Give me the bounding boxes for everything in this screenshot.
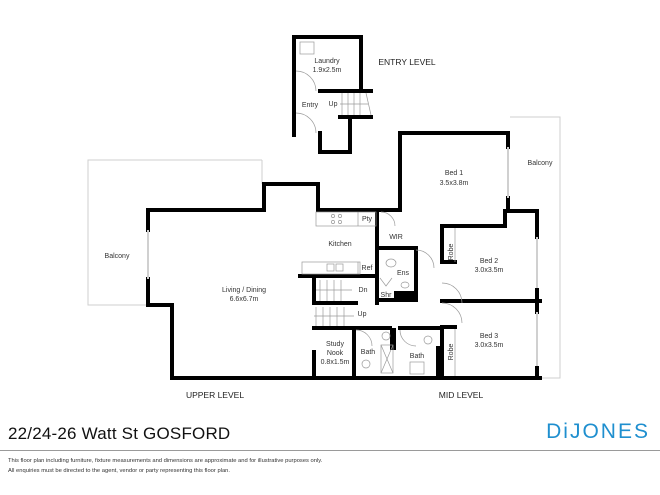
bath1-door-swing xyxy=(355,329,373,347)
bed3-size: 3.0x3.5m xyxy=(475,342,504,349)
upper-level-walls xyxy=(146,182,542,380)
kitchen-fixtures xyxy=(301,211,377,275)
fridge-label: Ref xyxy=(362,265,373,272)
upper-level-label: UPPER LEVEL xyxy=(186,390,244,400)
bath1-toilet-icon xyxy=(381,331,391,341)
robe3-label: Robe xyxy=(448,344,455,361)
ensuite-basin-icon xyxy=(400,281,410,289)
kitchen-label: Kitchen xyxy=(328,241,351,248)
bath2-label: Bath xyxy=(410,353,425,360)
bath2-basin-icon xyxy=(409,361,425,375)
bed1-size: 3.5x3.8m xyxy=(440,180,469,187)
ensuite-door-swing xyxy=(415,249,435,269)
bath1-tub-icon xyxy=(380,344,394,374)
shower-icon xyxy=(379,277,393,287)
laundry-size: 1.9x2.5m xyxy=(313,67,342,74)
stairs-up-label: Up xyxy=(358,311,367,318)
robe2-label: Robe xyxy=(448,244,455,261)
entry-door-swing xyxy=(295,112,317,134)
bedroom-door-swings xyxy=(441,228,463,376)
entry-level-label: ENTRY LEVEL xyxy=(378,57,436,67)
sink-icon xyxy=(326,263,335,272)
study-label-line1: Study xyxy=(326,341,344,348)
study-size: 0.8x1.5m xyxy=(321,359,350,366)
ensuite-toilet-icon xyxy=(385,258,397,268)
ensuite-fixtures xyxy=(379,211,435,289)
kitchen-island-bench xyxy=(301,261,361,275)
balcony-right-outline xyxy=(510,116,561,379)
stairs-up-icon xyxy=(314,307,354,326)
washer-icon xyxy=(299,41,315,55)
bath1-label: Bath xyxy=(361,349,376,356)
wir-door-swing xyxy=(380,211,396,227)
bath1-basin-icon xyxy=(361,359,371,369)
bath2-door-swing xyxy=(399,329,417,347)
floor-plan: Laundry 1.9x2.5m Entry Up ENTRY LEVEL Be… xyxy=(87,35,561,400)
kitchen-bench-top xyxy=(315,211,377,227)
pantry-label: Pty xyxy=(362,216,373,223)
entry-label: Entry xyxy=(302,102,319,109)
entry-stairs-icon xyxy=(340,92,372,116)
mid-level-label: MID LEVEL xyxy=(439,390,484,400)
bed1-label: Bed 1 xyxy=(445,170,463,177)
bath2-wall-block xyxy=(436,346,442,378)
property-address: 22/24-26 Watt St GOSFORD xyxy=(8,424,231,443)
bed2-label: Bed 2 xyxy=(480,258,498,265)
stairs-down-label: Dn xyxy=(359,287,368,294)
entry-level-walls xyxy=(292,35,373,154)
balcony-left-label: Balcony xyxy=(105,253,130,260)
stairs-fixtures xyxy=(314,280,354,326)
cooktop-icon xyxy=(331,214,335,218)
shower-label: Shr xyxy=(381,292,393,299)
bath-fixtures xyxy=(355,329,433,375)
laundry-label: Laundry xyxy=(314,58,340,65)
entry-stairs-label: Up xyxy=(329,101,338,108)
disclaimer-line-1: This floor plan including furniture, fix… xyxy=(8,458,323,464)
laundry-door-swing xyxy=(295,70,317,92)
bed3-label: Bed 3 xyxy=(480,333,498,340)
disclaimer-line-2: All enquiries must be directed to the ag… xyxy=(8,468,231,474)
wir-label: WIR xyxy=(389,234,403,241)
bath2-toilet-icon xyxy=(423,335,433,345)
balcony-left-outline xyxy=(87,159,263,306)
ensuite-label: Ens xyxy=(397,270,410,277)
balcony-right-label: Balcony xyxy=(528,160,553,167)
divider xyxy=(0,450,660,451)
bed1-walls xyxy=(398,131,539,239)
bed2-size: 3.0x3.5m xyxy=(475,267,504,274)
bath1-wall-block xyxy=(390,328,396,350)
bed2-door-swing xyxy=(441,282,463,304)
brand-logo: DiJONES xyxy=(546,420,650,443)
study-label-line2: Nook xyxy=(327,350,344,357)
ensuite-vanity-block xyxy=(394,291,416,300)
living-label: Living / Dining xyxy=(222,287,266,294)
living-size: 6.6x6.7m xyxy=(230,296,259,303)
bed3-door-swing xyxy=(441,302,463,324)
stairs-down-icon xyxy=(316,280,352,301)
